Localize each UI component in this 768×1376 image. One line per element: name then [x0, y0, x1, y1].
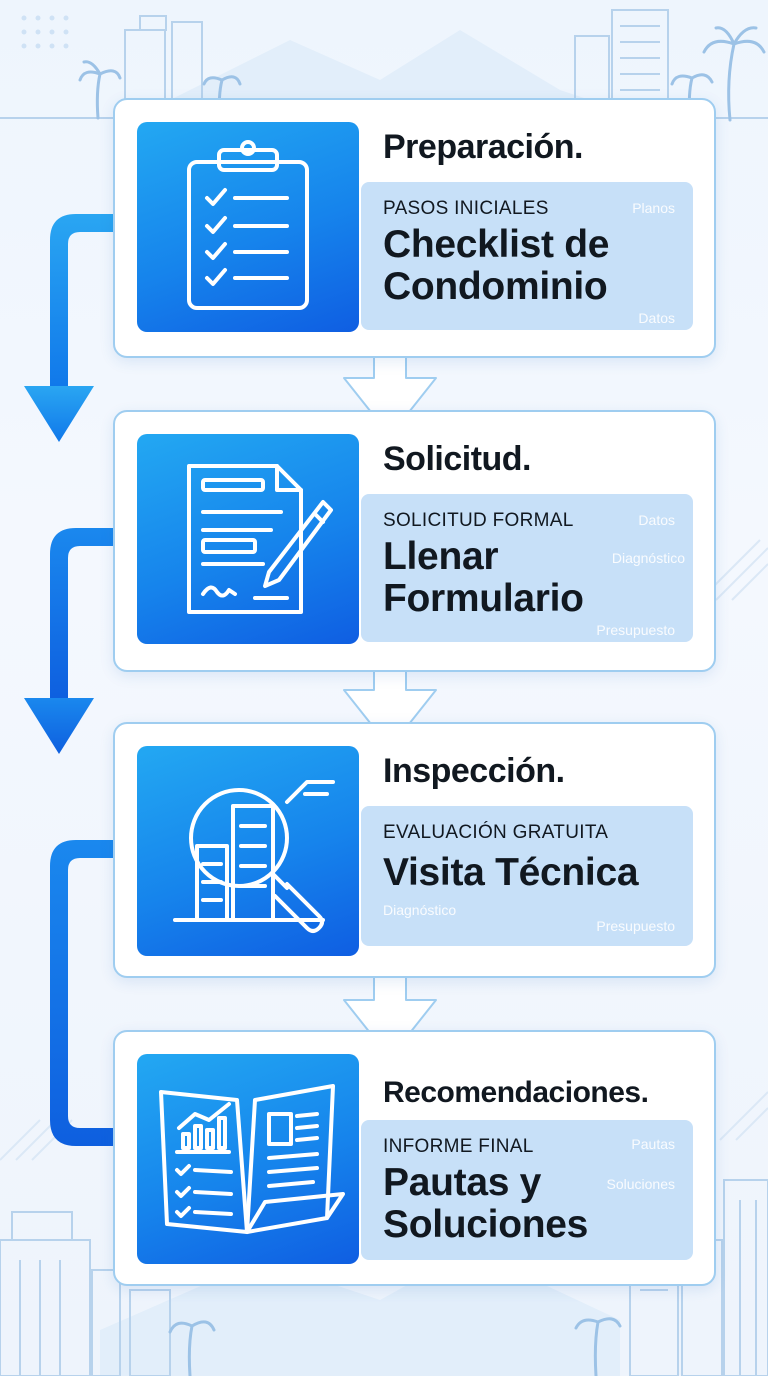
step-tag: Datos: [638, 512, 675, 528]
document-pen-icon: [187, 464, 333, 614]
step-main-line: Condominio: [383, 265, 608, 308]
clipboard-checklist-icon: [187, 140, 309, 310]
step-card-inspeccion: Inspección. EVALUACIÓN GRATUITA Visita T…: [113, 722, 716, 978]
step-main-line: Llenar: [383, 535, 499, 578]
step-panel: INFORME FINAL Pautas y Soluciones Pautas…: [361, 1120, 693, 1260]
step-main-line: Soluciones: [383, 1203, 589, 1246]
step-subtitle: EVALUACIÓN GRATUITA: [383, 822, 609, 843]
step-card-solicitud: Solicitud. SOLICITUD FORMAL Llenar Formu…: [113, 410, 716, 672]
step-subtitle: INFORME FINAL: [383, 1136, 534, 1157]
step-tag: Pautas: [631, 1136, 675, 1152]
step-title: Inspección.: [383, 752, 565, 790]
step-card-recomendaciones: Recomendaciones. INFORME FINAL Pautas y …: [113, 1030, 716, 1286]
step-tag: Diagnóstico: [383, 902, 457, 918]
step-main-line: Formulario: [383, 577, 584, 620]
step-icon-box: [137, 122, 359, 332]
side-arrow-3: [50, 840, 113, 1146]
step-main-text: Pautas y Soluciones: [383, 1162, 588, 1246]
step-icon-box: [137, 1054, 359, 1264]
step-panel: SOLICITUD FORMAL Llenar Formulario Datos…: [361, 494, 693, 642]
step-icon-box: [137, 746, 359, 956]
step-icon-box: [137, 434, 359, 644]
step-tag: Datos: [638, 310, 675, 326]
step-main-line: Checklist de: [383, 223, 610, 266]
step-tag: Diagnóstico: [611, 550, 685, 566]
step-main-text: Visita Técnica: [383, 851, 639, 894]
open-report-icon: [159, 1084, 345, 1234]
step-title: Solicitud.: [383, 440, 532, 478]
step-panel: EVALUACIÓN GRATUITA Visita Técnica Diagn…: [361, 806, 693, 946]
step-subtitle: SOLICITUD FORMAL: [383, 510, 574, 531]
step-tag: Planos: [632, 200, 675, 216]
step-main-line: Visita Técnica: [383, 851, 639, 894]
step-main-line: Pautas y: [383, 1161, 542, 1204]
step-title: Recomendaciones.: [383, 1076, 649, 1109]
side-arrow-1: [24, 214, 113, 442]
step-main-text: Checklist de Condominio: [383, 224, 609, 308]
step-title: Preparación.: [383, 128, 583, 166]
side-arrow-2: [24, 528, 113, 754]
step-main-text: Llenar Formulario: [383, 536, 584, 620]
step-tag: Presupuesto: [596, 918, 675, 934]
step-panel: PASOS INICIALES Checklist de Condominio …: [361, 182, 693, 330]
step-subtitle: PASOS INICIALES: [383, 198, 549, 219]
step-tag: Soluciones: [606, 1176, 676, 1192]
magnifier-building-icon: [173, 780, 335, 933]
step-tag: Presupuesto: [596, 622, 675, 638]
step-card-preparacion: Preparación. PASOS INICIALES Checklist d…: [113, 98, 716, 358]
